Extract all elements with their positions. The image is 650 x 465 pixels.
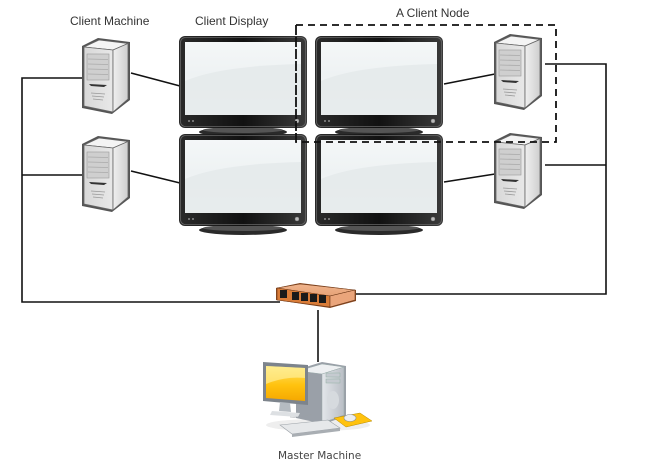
wire-server-bottom-right-to-monitor <box>443 173 496 183</box>
master-mouse <box>343 414 357 422</box>
monitor-top-right[interactable] <box>314 35 444 138</box>
monitor-top-left[interactable] <box>178 35 308 138</box>
label-client-machine: Client Machine <box>70 14 150 28</box>
wires <box>21 63 607 362</box>
label-master-machine: Master Machine <box>278 450 362 462</box>
wire-server-bottom-left-to-monitor <box>130 170 181 184</box>
monitor-bottom-left[interactable] <box>178 133 308 236</box>
network-switch[interactable] <box>276 283 356 308</box>
switch-ports <box>280 290 326 303</box>
label-client-node: A Client Node <box>396 6 470 20</box>
wire-server-top-left-to-monitor <box>130 72 181 87</box>
server-bottom-right[interactable] <box>493 132 543 210</box>
server-top-left[interactable] <box>81 37 131 115</box>
master-workstation[interactable] <box>263 362 373 437</box>
wire-server-top-left-to-bus <box>21 77 280 303</box>
server-top-right[interactable] <box>493 33 543 111</box>
wire-server-top-right-to-bus <box>356 63 607 295</box>
monitor-bottom-right[interactable] <box>314 133 444 236</box>
label-client-display: Client Display <box>195 14 269 28</box>
wire-server-top-right-to-monitor <box>443 73 496 85</box>
client-node-group-outline <box>295 24 557 143</box>
server-bottom-left[interactable] <box>81 135 131 213</box>
